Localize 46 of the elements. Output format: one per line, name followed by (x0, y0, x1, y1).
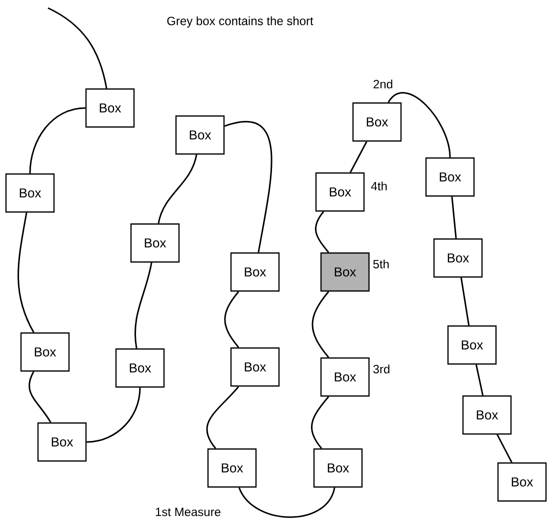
connector (48, 7, 108, 89)
box: Box (230, 347, 280, 387)
connector (158, 154, 198, 224)
box: Box (313, 448, 363, 488)
title: Grey box contains the short (167, 16, 314, 28)
box: Box (130, 223, 180, 263)
connector (238, 487, 336, 518)
ordinal-label: 4th (371, 182, 387, 190)
connector (460, 277, 470, 326)
box: Box (230, 252, 280, 292)
ordinal-label: 5th (373, 260, 389, 268)
box: Box (207, 448, 257, 488)
connector (18, 212, 34, 333)
shaded-box: Box (320, 252, 370, 292)
connector (134, 262, 152, 348)
box: Box (115, 348, 165, 388)
connector (312, 291, 330, 358)
box: Box (315, 172, 365, 212)
box: Box (20, 332, 70, 372)
box: Box (85, 88, 135, 128)
box: Box (320, 357, 370, 397)
connector (496, 434, 512, 463)
connector (224, 121, 272, 253)
connector (224, 291, 240, 348)
edge-label: 1st Measure (154, 506, 222, 518)
connector (314, 211, 330, 253)
ordinal-label: 3rd (373, 364, 390, 374)
box: Box (37, 422, 87, 462)
box: Box (425, 157, 475, 197)
box: Box (175, 115, 225, 155)
connector (451, 196, 457, 238)
box: Box (352, 102, 402, 142)
connector (86, 388, 141, 443)
box: Box (497, 462, 547, 502)
connector (29, 107, 86, 174)
ordinal-label: 2nd (374, 80, 392, 88)
box: Box (433, 238, 483, 278)
connector (350, 141, 368, 173)
connector (388, 92, 451, 158)
box: Box (447, 325, 497, 365)
box: Box (462, 395, 512, 435)
connector (206, 386, 240, 449)
connector (475, 364, 484, 396)
connector (28, 371, 52, 423)
connector (311, 396, 330, 449)
box: Box (5, 173, 55, 213)
